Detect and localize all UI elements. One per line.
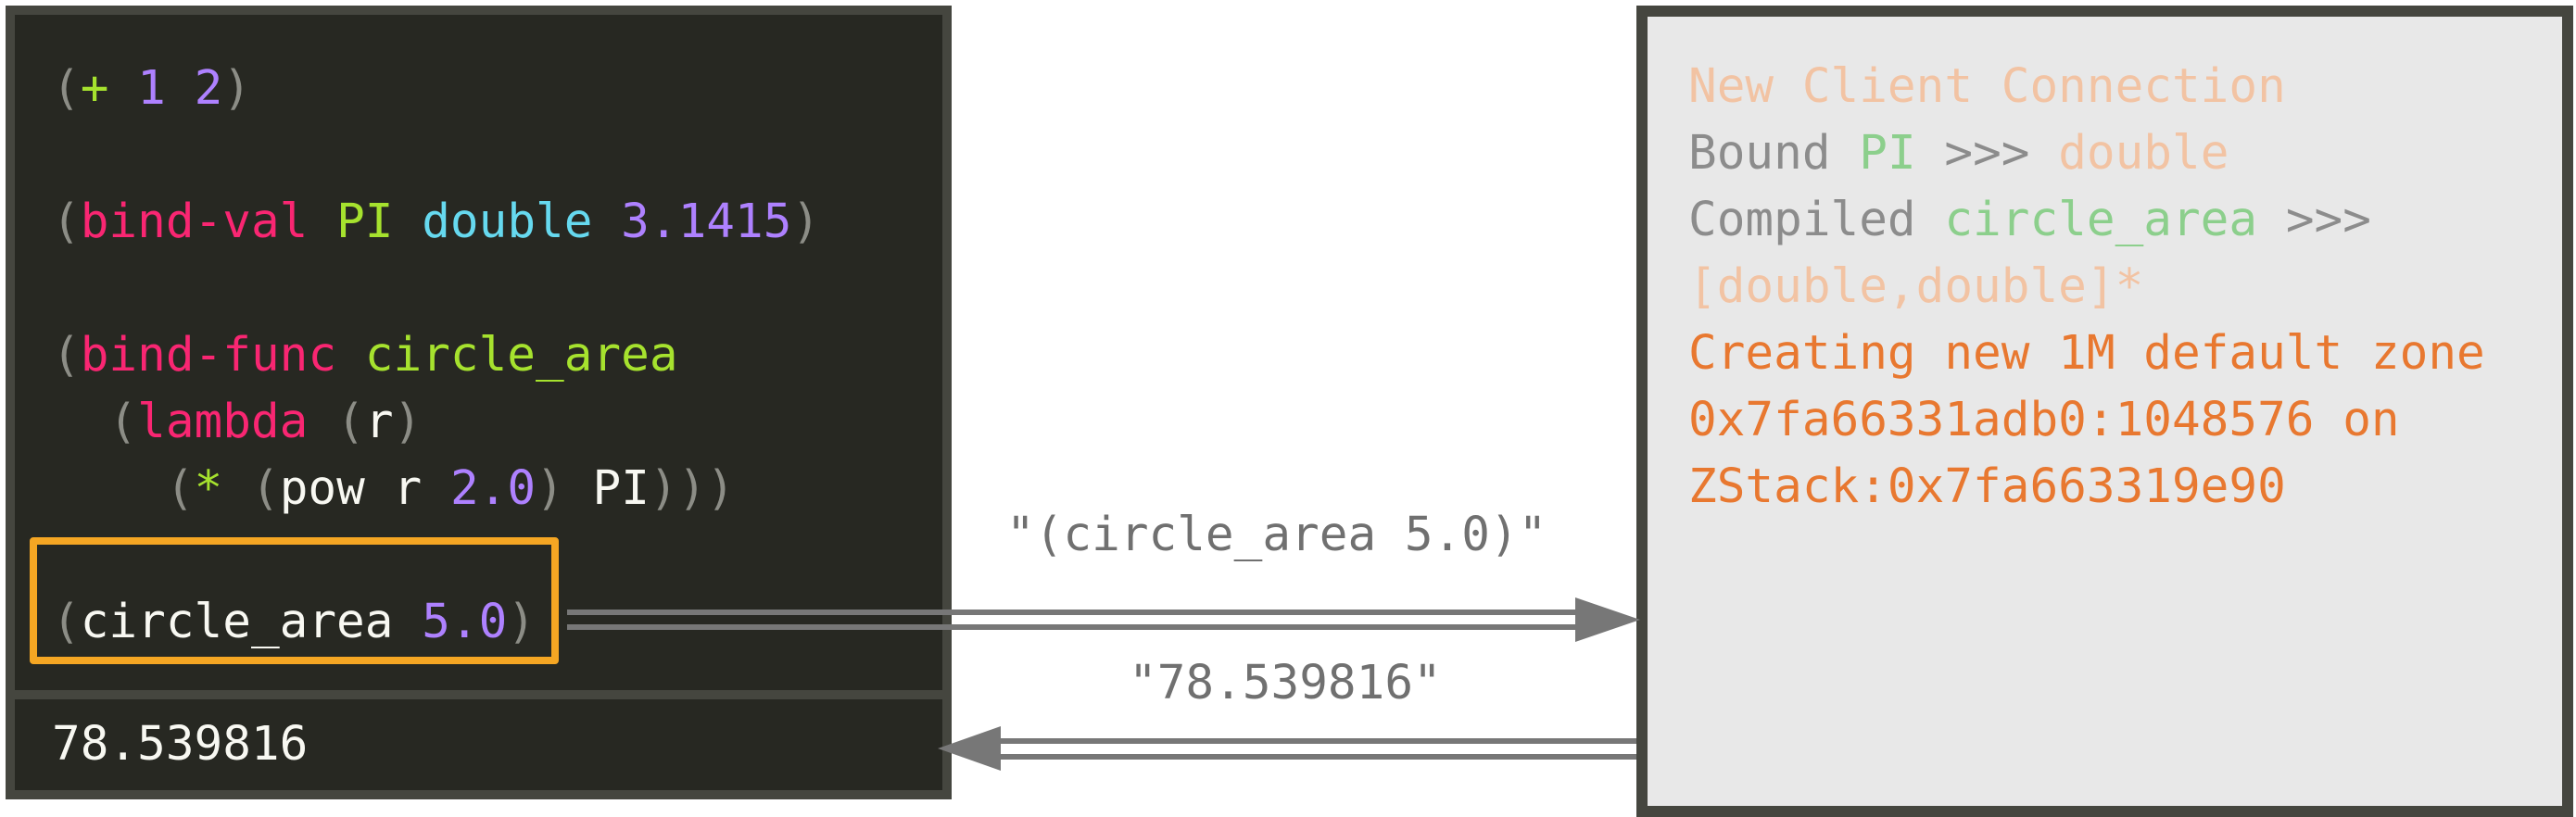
token: ))) [649,461,736,516]
token: [double,double]* [1688,259,2144,314]
token: PI [563,461,650,516]
log-line: New Client Connection [1688,54,2485,120]
token: ) [536,461,564,516]
log-line: Creating new 1M default zone [1688,321,2485,387]
token: PI [1859,126,1916,181]
token: 2 [194,61,223,116]
token: 1 [137,61,166,116]
code-line: (bind-val PI double 3.1415) [52,189,820,256]
token: ) [507,595,537,649]
token: >>> [2257,193,2371,247]
token: ( [108,395,138,449]
token: + [80,61,109,116]
token: New Client Connection [1688,59,2286,114]
token: 5.0 [422,595,508,649]
token: 2.0 [449,461,537,516]
token: lambda [137,395,309,449]
code-line: (* (pow r 2.0) PI))) [52,456,820,522]
token: >>> [1915,126,2059,181]
token: bind-val [80,195,309,249]
token: ) [222,61,252,116]
token: pow r [279,461,450,516]
token: r [364,395,394,449]
code-listing: (+ 1 2) (bind-val PI double 3.1415) (bin… [52,56,820,656]
token: ( [52,328,81,383]
code-line: (circle_area 5.0) [52,589,820,656]
log-line: ZStack:0x7fa663319e90 [1688,454,2485,521]
output-panel: 78.539816 [6,699,952,799]
token: 0x7fa66331adb0:1048576 on [1688,393,2400,447]
token: circle_area [80,595,423,649]
token: circle_area [364,328,678,383]
token: ZStack:0x7fa663319e90 [1688,459,2286,514]
token: double [422,195,593,249]
token: Creating new 1M default zone [1688,326,2485,381]
code-editor-panel[interactable]: (+ 1 2) (bind-val PI double 3.1415) (bin… [6,6,952,699]
token: ( [52,61,81,116]
log-line: [double,double]* [1688,254,2485,321]
token: ( [336,395,365,449]
code-line: (+ 1 2) [52,56,820,122]
token: double [2058,126,2229,181]
token: * [194,461,223,516]
log-line: Compiled circle_area >>> [1688,187,2485,254]
token: Bound [1688,126,1860,181]
token: ( [165,461,195,516]
code-line: (bind-func circle_area [52,322,820,389]
output-result: 78.539816 [52,717,309,772]
token: ( [52,195,81,249]
token: Compiled [1688,193,1945,247]
token: 3.1415 [621,195,792,249]
request-message: "(circle_area 5.0)" [1006,508,1547,562]
token: ( [52,595,81,649]
token: ) [393,395,423,449]
evaluated-expression-highlight [30,537,559,664]
response-arrow [938,726,1636,771]
log-line: Bound PI >>> double [1688,120,2485,187]
token: PI [336,195,394,249]
token: ( [250,461,280,516]
token: circle_area [1944,193,2258,247]
response-message: "78.539816" [1129,656,1442,710]
log-line: 0x7fa66331adb0:1048576 on [1688,387,2485,454]
token: ) [791,195,821,249]
code-line: (lambda (r) [52,389,820,456]
request-arrow [567,597,1640,642]
token: bind-func [80,328,337,383]
